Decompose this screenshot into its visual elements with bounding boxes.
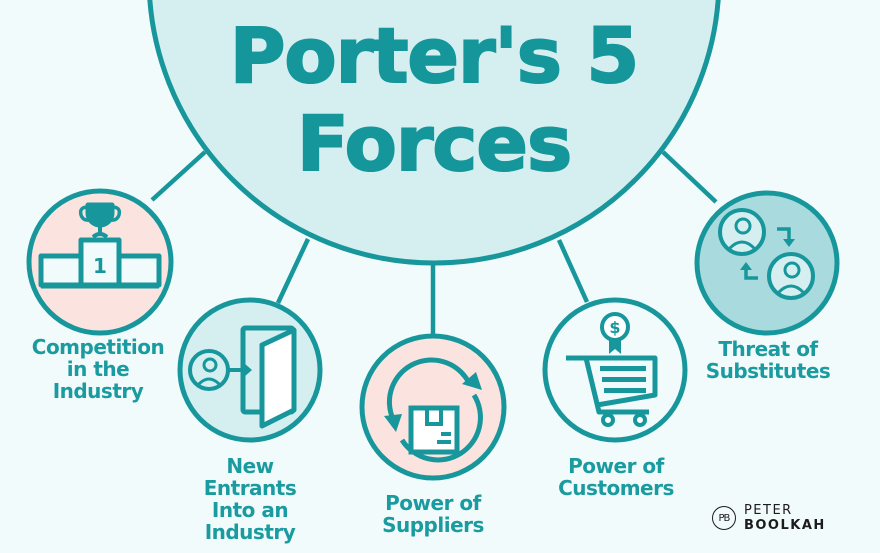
brand-last-name: BOOLKAH <box>743 518 826 533</box>
label-line: in the <box>66 357 130 381</box>
brand-first-name: PETER <box>743 503 793 518</box>
label-suppliers: Power of Suppliers <box>358 492 508 536</box>
force-circle-new-entrants <box>177 297 323 443</box>
force-circle-suppliers <box>359 333 507 481</box>
main-title-circle <box>147 0 721 266</box>
label-line: New <box>226 454 274 478</box>
label-line: Competition <box>31 335 165 359</box>
connector-competition <box>150 150 207 202</box>
podium-number: 1 <box>93 254 107 278</box>
label-substitutes: Threat of Substitutes <box>690 338 846 382</box>
label-line: Customers <box>558 476 674 500</box>
title-line-2: Forces <box>296 99 573 189</box>
label-line: Into an <box>211 498 289 522</box>
label-line: Power of <box>385 491 481 515</box>
people-swap-icon <box>718 208 815 300</box>
brand-logo: PB PETER BOOLKAH <box>712 503 880 533</box>
brand-monogram-icon: PB <box>712 506 736 530</box>
page-title: Porter's 5 Forces <box>134 11 734 189</box>
label-line: Power of <box>568 454 664 478</box>
dollar-sign: $ <box>609 318 620 337</box>
connector-new-entrants <box>275 238 311 304</box>
person-entering-door-icon <box>188 325 297 429</box>
force-circle-substitutes <box>694 190 840 336</box>
label-line: Industry <box>52 379 144 403</box>
connector-substitutes <box>661 150 718 204</box>
connector-lines <box>150 150 718 334</box>
title-line-1: Porter's 5 <box>229 11 641 101</box>
label-line: Industry <box>204 520 296 544</box>
label-line: Threat of <box>718 337 818 361</box>
connector-customers <box>556 239 590 303</box>
force-circle-customers: $ <box>542 297 688 443</box>
label-new-entrants: New Entrants Into an Industry <box>180 455 320 543</box>
trophy-podium-icon <box>38 202 162 289</box>
label-line: Entrants <box>203 476 297 500</box>
label-line: Substitutes <box>705 359 831 383</box>
label-competition: Competition in the Industry <box>10 336 186 402</box>
box-cycle-arrows-icon <box>384 357 483 463</box>
force-circle-competition: 1 <box>26 188 174 336</box>
label-customers: Power of Customers <box>538 455 694 499</box>
label-line: Suppliers <box>382 513 484 537</box>
shopping-cart-dollar-icon <box>566 312 658 427</box>
